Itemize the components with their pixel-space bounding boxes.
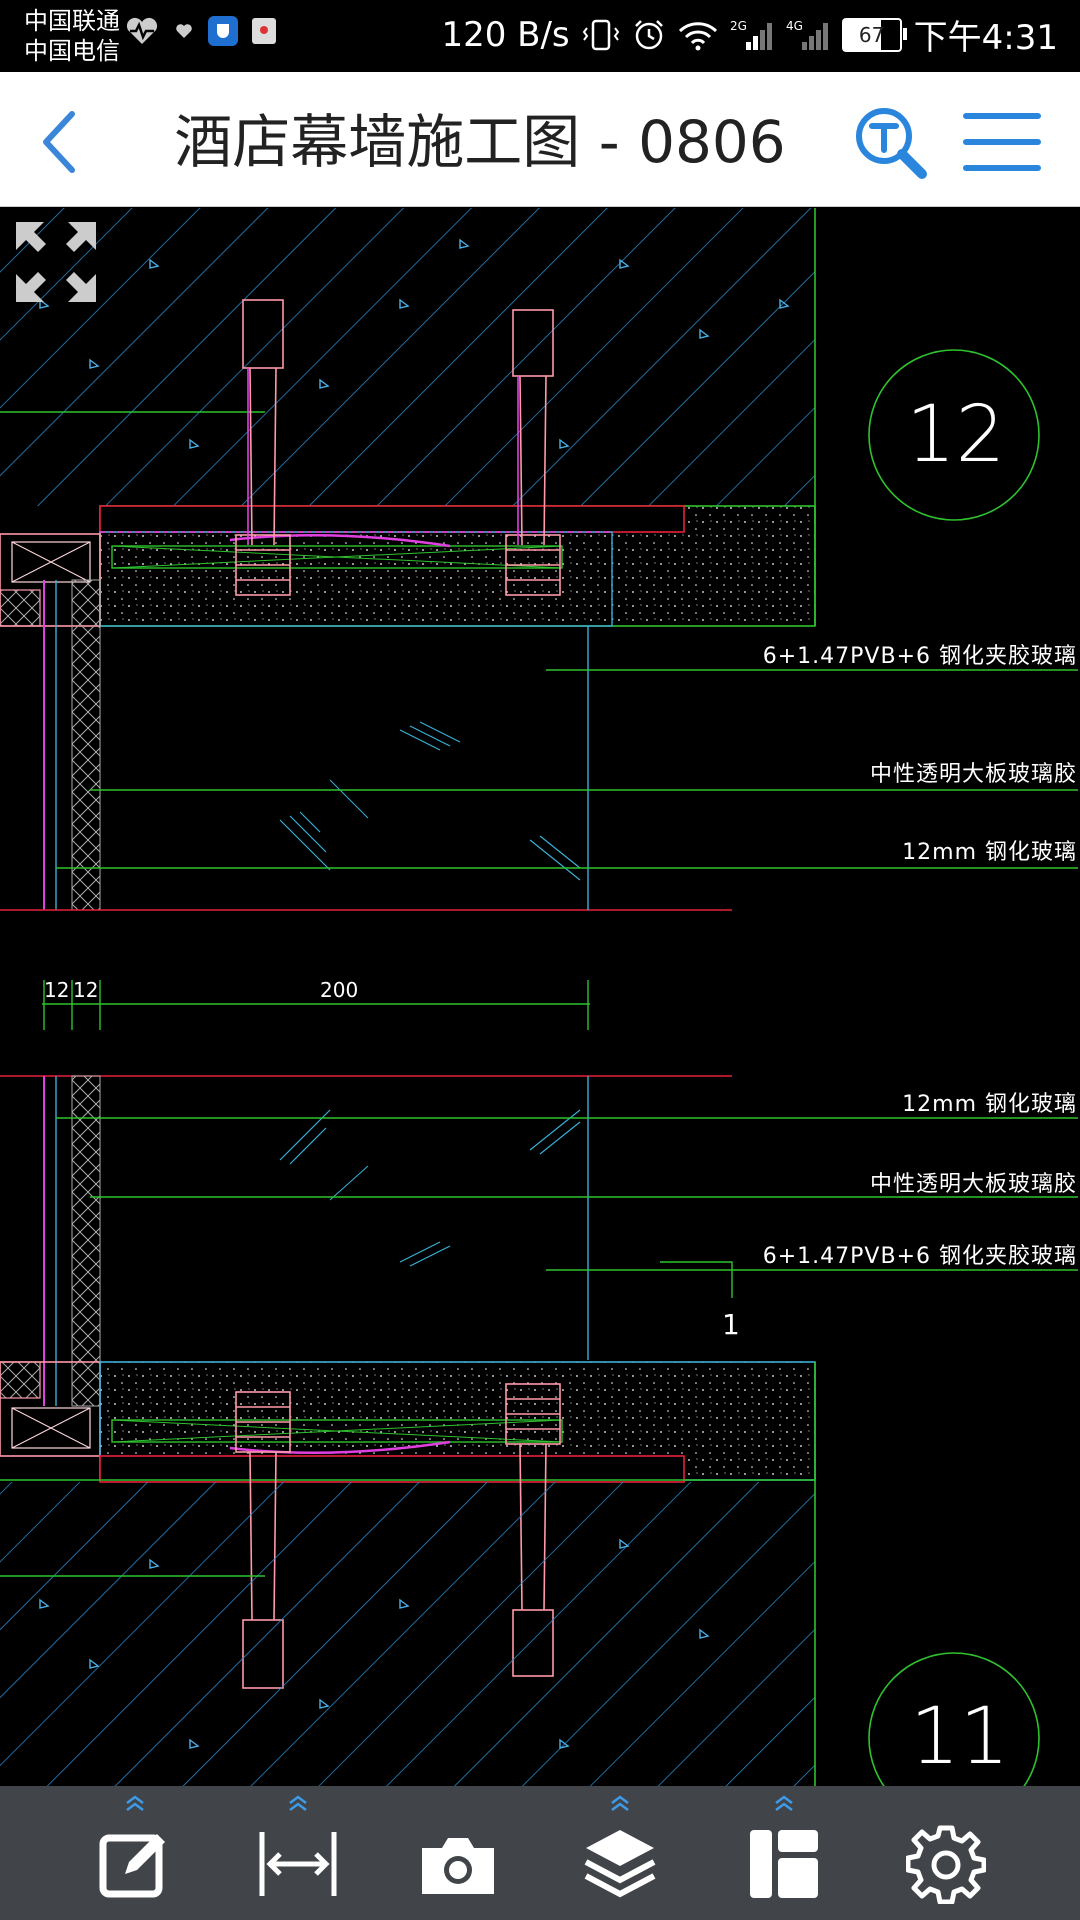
- menu-button[interactable]: [962, 108, 1042, 178]
- security-shield-icon: [208, 16, 238, 46]
- embed-plate-top: [99, 505, 816, 627]
- clock: 下午4:31: [913, 18, 1058, 58]
- status-bar: 中国联通 中国电信 120 B/s 2G: [0, 0, 1080, 72]
- carrier-info: 中国联通 中国电信: [24, 6, 120, 66]
- layout-tool-button[interactable]: [724, 1786, 844, 1920]
- settings-tool-button[interactable]: [886, 1786, 1006, 1920]
- notification-icons: [124, 16, 276, 46]
- app-header: 酒店幕墙施工图 - 0806: [0, 72, 1080, 207]
- text-search-button[interactable]: [850, 102, 930, 182]
- signal-4g-icon: 4G: [786, 19, 828, 50]
- concrete-slab-bottom: [0, 1362, 816, 1786]
- layers-tool-button[interactable]: [560, 1786, 680, 1920]
- anchor-bolt-top-2: [505, 309, 561, 596]
- section-marker: 1: [722, 1308, 740, 1341]
- label-tempered-glass-top: 12mm 钢化玻璃: [902, 840, 1077, 865]
- glass-pane-top: [56, 626, 1078, 910]
- battery-indicator: 67: [841, 17, 907, 52]
- embed-plate-bottom: [0, 1361, 816, 1483]
- alarm-icon: [634, 19, 663, 49]
- expand-up-icon: [611, 1795, 629, 1811]
- carrier-2: 中国电信: [24, 37, 120, 65]
- label-sealant-top: 中性透明大板玻璃胶: [869, 762, 1077, 787]
- edit-tool-button[interactable]: [75, 1786, 195, 1920]
- expand-up-icon: [289, 1795, 307, 1811]
- measure-icon: [259, 1832, 337, 1896]
- gear-icon: [906, 1825, 986, 1904]
- glass-pane-bottom: [0, 1075, 1078, 1407]
- status-right: 120 B/s 2G 4G 67 下午4: [441, 10, 1058, 59]
- svg-text:2G: 2G: [730, 19, 747, 33]
- expand-up-icon: [775, 1795, 793, 1811]
- network-speed: 120 B/s: [441, 14, 570, 55]
- signal-2g-icon: 2G: [730, 19, 772, 50]
- vibrate-icon: [582, 19, 619, 50]
- dimension-12-b: 12: [73, 978, 99, 1002]
- label-laminated-glass-bottom: 6+1.47PVB+6 钢化夹胶玻璃: [762, 1244, 1077, 1269]
- anchor-bolt-top-1: [235, 299, 291, 596]
- expand-up-icon: [126, 1795, 144, 1811]
- expand-icon: [16, 222, 96, 302]
- fullscreen-button[interactable]: [12, 218, 100, 306]
- dimension-200: 200: [320, 978, 359, 1002]
- label-tempered-glass-bottom: 12mm 钢化玻璃: [902, 1092, 1077, 1117]
- heartbeat-icon: [126, 17, 158, 44]
- dimension-12-a: 12: [44, 978, 70, 1002]
- chevron-left-icon: [43, 111, 75, 173]
- small-heart-icon: [176, 24, 192, 38]
- layers-icon: [584, 1830, 656, 1898]
- concrete-slab-top: [0, 208, 816, 626]
- detail-number-11: 11: [910, 1692, 1010, 1782]
- frame-profile-top: [0, 533, 732, 911]
- battery-level: 67: [858, 22, 885, 47]
- edit-icon: [99, 1834, 165, 1898]
- cad-drawing[interactable]: [0, 208, 1080, 1824]
- measure-tool-button[interactable]: [238, 1786, 358, 1920]
- wifi-icon: [678, 21, 717, 50]
- detail-circle-12: [868, 349, 1040, 521]
- label-sealant-bottom: 中性透明大板玻璃胶: [869, 1172, 1077, 1197]
- text-search-icon: [856, 108, 927, 179]
- app-notification-icon: [252, 18, 276, 44]
- back-button[interactable]: [30, 102, 100, 182]
- cad-drawing-canvas[interactable]: 12 11 6+1.47PVB+6 钢化夹胶玻璃 中性透明大板玻璃胶 12mm …: [0, 208, 1080, 1824]
- detail-number-12: 12: [906, 390, 1006, 480]
- carrier-1: 中国联通: [24, 7, 120, 35]
- page-title: 酒店幕墙施工图 - 0806: [174, 108, 786, 176]
- svg-text:4G: 4G: [786, 19, 803, 33]
- layout-icon: [750, 1830, 818, 1898]
- hamburger-menu-icon: [963, 113, 1041, 171]
- dimension-line: [42, 980, 590, 1030]
- label-laminated-glass-top: 6+1.47PVB+6 钢化夹胶玻璃: [762, 644, 1077, 669]
- bottom-toolbar: [0, 1786, 1080, 1920]
- camera-tool-button[interactable]: [398, 1786, 518, 1920]
- camera-icon: [422, 1838, 494, 1894]
